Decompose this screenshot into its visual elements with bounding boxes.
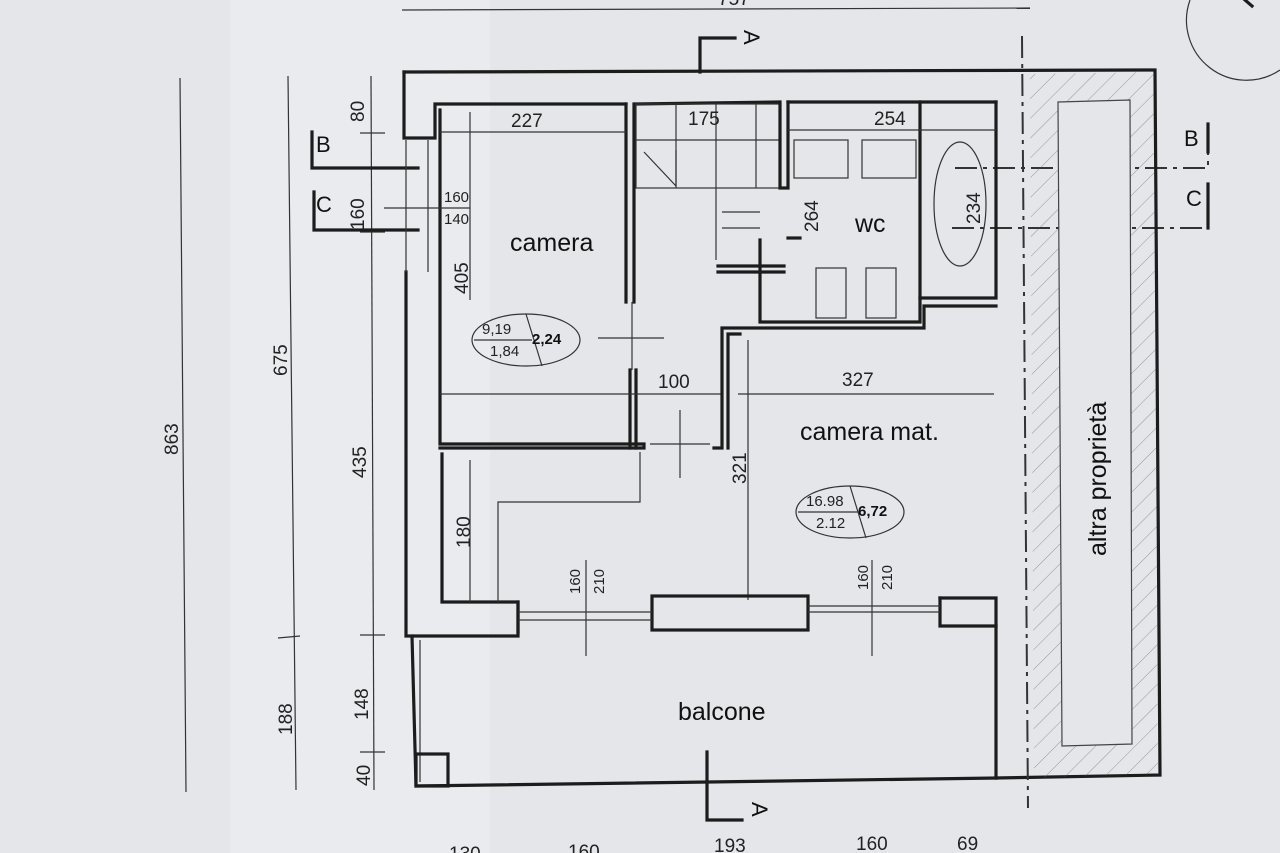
dim-seg-160: 160 (348, 198, 369, 230)
hall-inner-wall (726, 332, 742, 450)
balcony-pillar (414, 752, 450, 788)
dim-hall-depth: 180 (454, 516, 475, 548)
dim-left-lower: 188 (276, 703, 297, 735)
area-camera-mat-right: 6,72 (858, 503, 887, 520)
section-b-label-right: B (1184, 126, 1199, 151)
property-boundary (1021, 35, 1029, 809)
section-b-label-left: B (316, 132, 331, 157)
dim-line-863 (179, 77, 187, 793)
dim-seg-148: 148 (352, 688, 373, 720)
bottom-wall-right-b (938, 596, 998, 628)
section-a-marker-bottom (705, 750, 744, 822)
camera-left-wall (438, 108, 646, 450)
dim-overall-top: 757 (718, 0, 750, 10)
hall-walls (712, 304, 998, 450)
dim-wc-width: 254 (874, 109, 906, 130)
room-label-camera: camera (510, 229, 593, 257)
dim-tick-675 (277, 635, 301, 639)
dim-camera-height: 405 (452, 262, 473, 294)
area-camera-top: 9,19 (482, 321, 511, 338)
section-c-marker-left (312, 190, 420, 232)
north-arrow-tip (1242, 0, 1255, 9)
section-c-label-left: C (316, 192, 332, 217)
area-tag-camera-mat: 16.98 2.12 6,72 (795, 485, 905, 539)
wc-fixture-1 (793, 139, 849, 179)
area-camera-mat-top: 16.98 (806, 493, 844, 510)
dim-bottom-69: 69 (957, 834, 978, 853)
dim-camera-mat-width: 327 (842, 370, 874, 391)
area-camera-bottom: 1,84 (490, 343, 519, 360)
neighbor-inner (1057, 99, 1133, 747)
room-label-altra-proprieta: altra proprietà (1084, 402, 1112, 556)
section-b-marker-left (310, 130, 420, 170)
dim-window-lower: 140 (444, 211, 469, 228)
dim-overall-left: 863 (162, 423, 183, 455)
room-label-camera-mat: camera mat. (800, 418, 939, 446)
dim-door1-w: 160 (567, 569, 584, 594)
bottom-wall-right (938, 596, 998, 780)
wc-bathtub (933, 141, 987, 267)
dim-line-top (401, 7, 1031, 11)
dim-camera-width: 227 (511, 111, 543, 132)
wc-left-wall (778, 100, 790, 190)
dim-seg-435: 435 (350, 446, 371, 478)
dim-door1-h: 210 (591, 569, 608, 594)
dim-bath-size: 234 (964, 192, 985, 224)
dim-door2-w: 160 (855, 565, 872, 590)
section-c-label-right: C (1186, 186, 1202, 211)
north-compass (1185, 0, 1280, 81)
wc-fixture-2 (861, 139, 917, 179)
dim-line-675 (287, 75, 297, 791)
wc-walls (758, 100, 998, 324)
dim-bottom-193: 193 (714, 836, 746, 853)
wc-fixture-3 (815, 267, 847, 319)
dim-bottom-130: 130 (449, 844, 481, 853)
section-a-marker-top (698, 36, 737, 74)
area-tag-camera: 9,19 1,84 2,24 (471, 313, 581, 367)
room-label-balcone: balcone (678, 698, 766, 726)
dim-window-upper: 160 (444, 189, 469, 206)
dim-hall-width: 100 (658, 372, 690, 393)
dim-bottom-160b: 160 (856, 834, 888, 853)
stair-arrow (643, 150, 677, 188)
dim-seg-80: 80 (348, 101, 369, 122)
outer-wall-topleft (402, 70, 628, 140)
area-camera-mat-bottom: 2.12 (816, 515, 845, 532)
dim-stair-width: 175 (688, 109, 720, 130)
area-camera-right: 2,24 (532, 331, 562, 348)
bottom-pillar (650, 594, 810, 632)
section-a-label-bottom: A (747, 802, 772, 817)
dim-wc-height: 264 (802, 200, 823, 232)
dim-bottom-160a: 160 (568, 842, 600, 853)
hall-small-wall (716, 264, 786, 274)
dim-left-upper: 675 (271, 344, 292, 376)
dim-seg-40: 40 (354, 765, 375, 786)
section-a-label-top: A (739, 30, 764, 45)
room-label-wc: wc (854, 210, 886, 238)
hall-furniture (497, 452, 641, 602)
wc-fixture-4 (865, 267, 897, 319)
dim-camera-mat-depth: 321 (730, 452, 751, 484)
paper-fold-shade (230, 0, 490, 853)
dim-line-inner (370, 75, 375, 791)
dim-door2-h: 210 (879, 565, 896, 590)
